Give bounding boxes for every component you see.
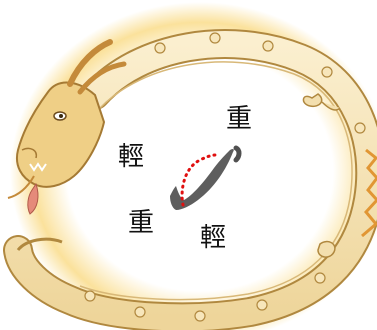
brush-stroke-head	[233, 145, 242, 163]
red-dotted-guide	[180, 153, 220, 207]
dragon-claw-bottom	[317, 240, 336, 258]
stroke-label-bottom-right: 輕	[200, 223, 227, 253]
dragon-tongue	[27, 182, 39, 215]
dragon-belly-line	[79, 61, 353, 301]
brush-stroke-icon	[170, 148, 234, 210]
dragon-claw-top	[302, 93, 341, 111]
dragon-scales	[84, 32, 366, 322]
dragon-body	[5, 31, 377, 330]
stroke-label-bottom-left: 重	[128, 208, 155, 238]
dragon-fin	[361, 148, 377, 238]
stroke-label-top-right: 重	[226, 104, 253, 134]
dragon-head	[7, 39, 127, 199]
stroke-label-left: 輕	[118, 142, 145, 172]
dragon-tail	[16, 237, 63, 252]
